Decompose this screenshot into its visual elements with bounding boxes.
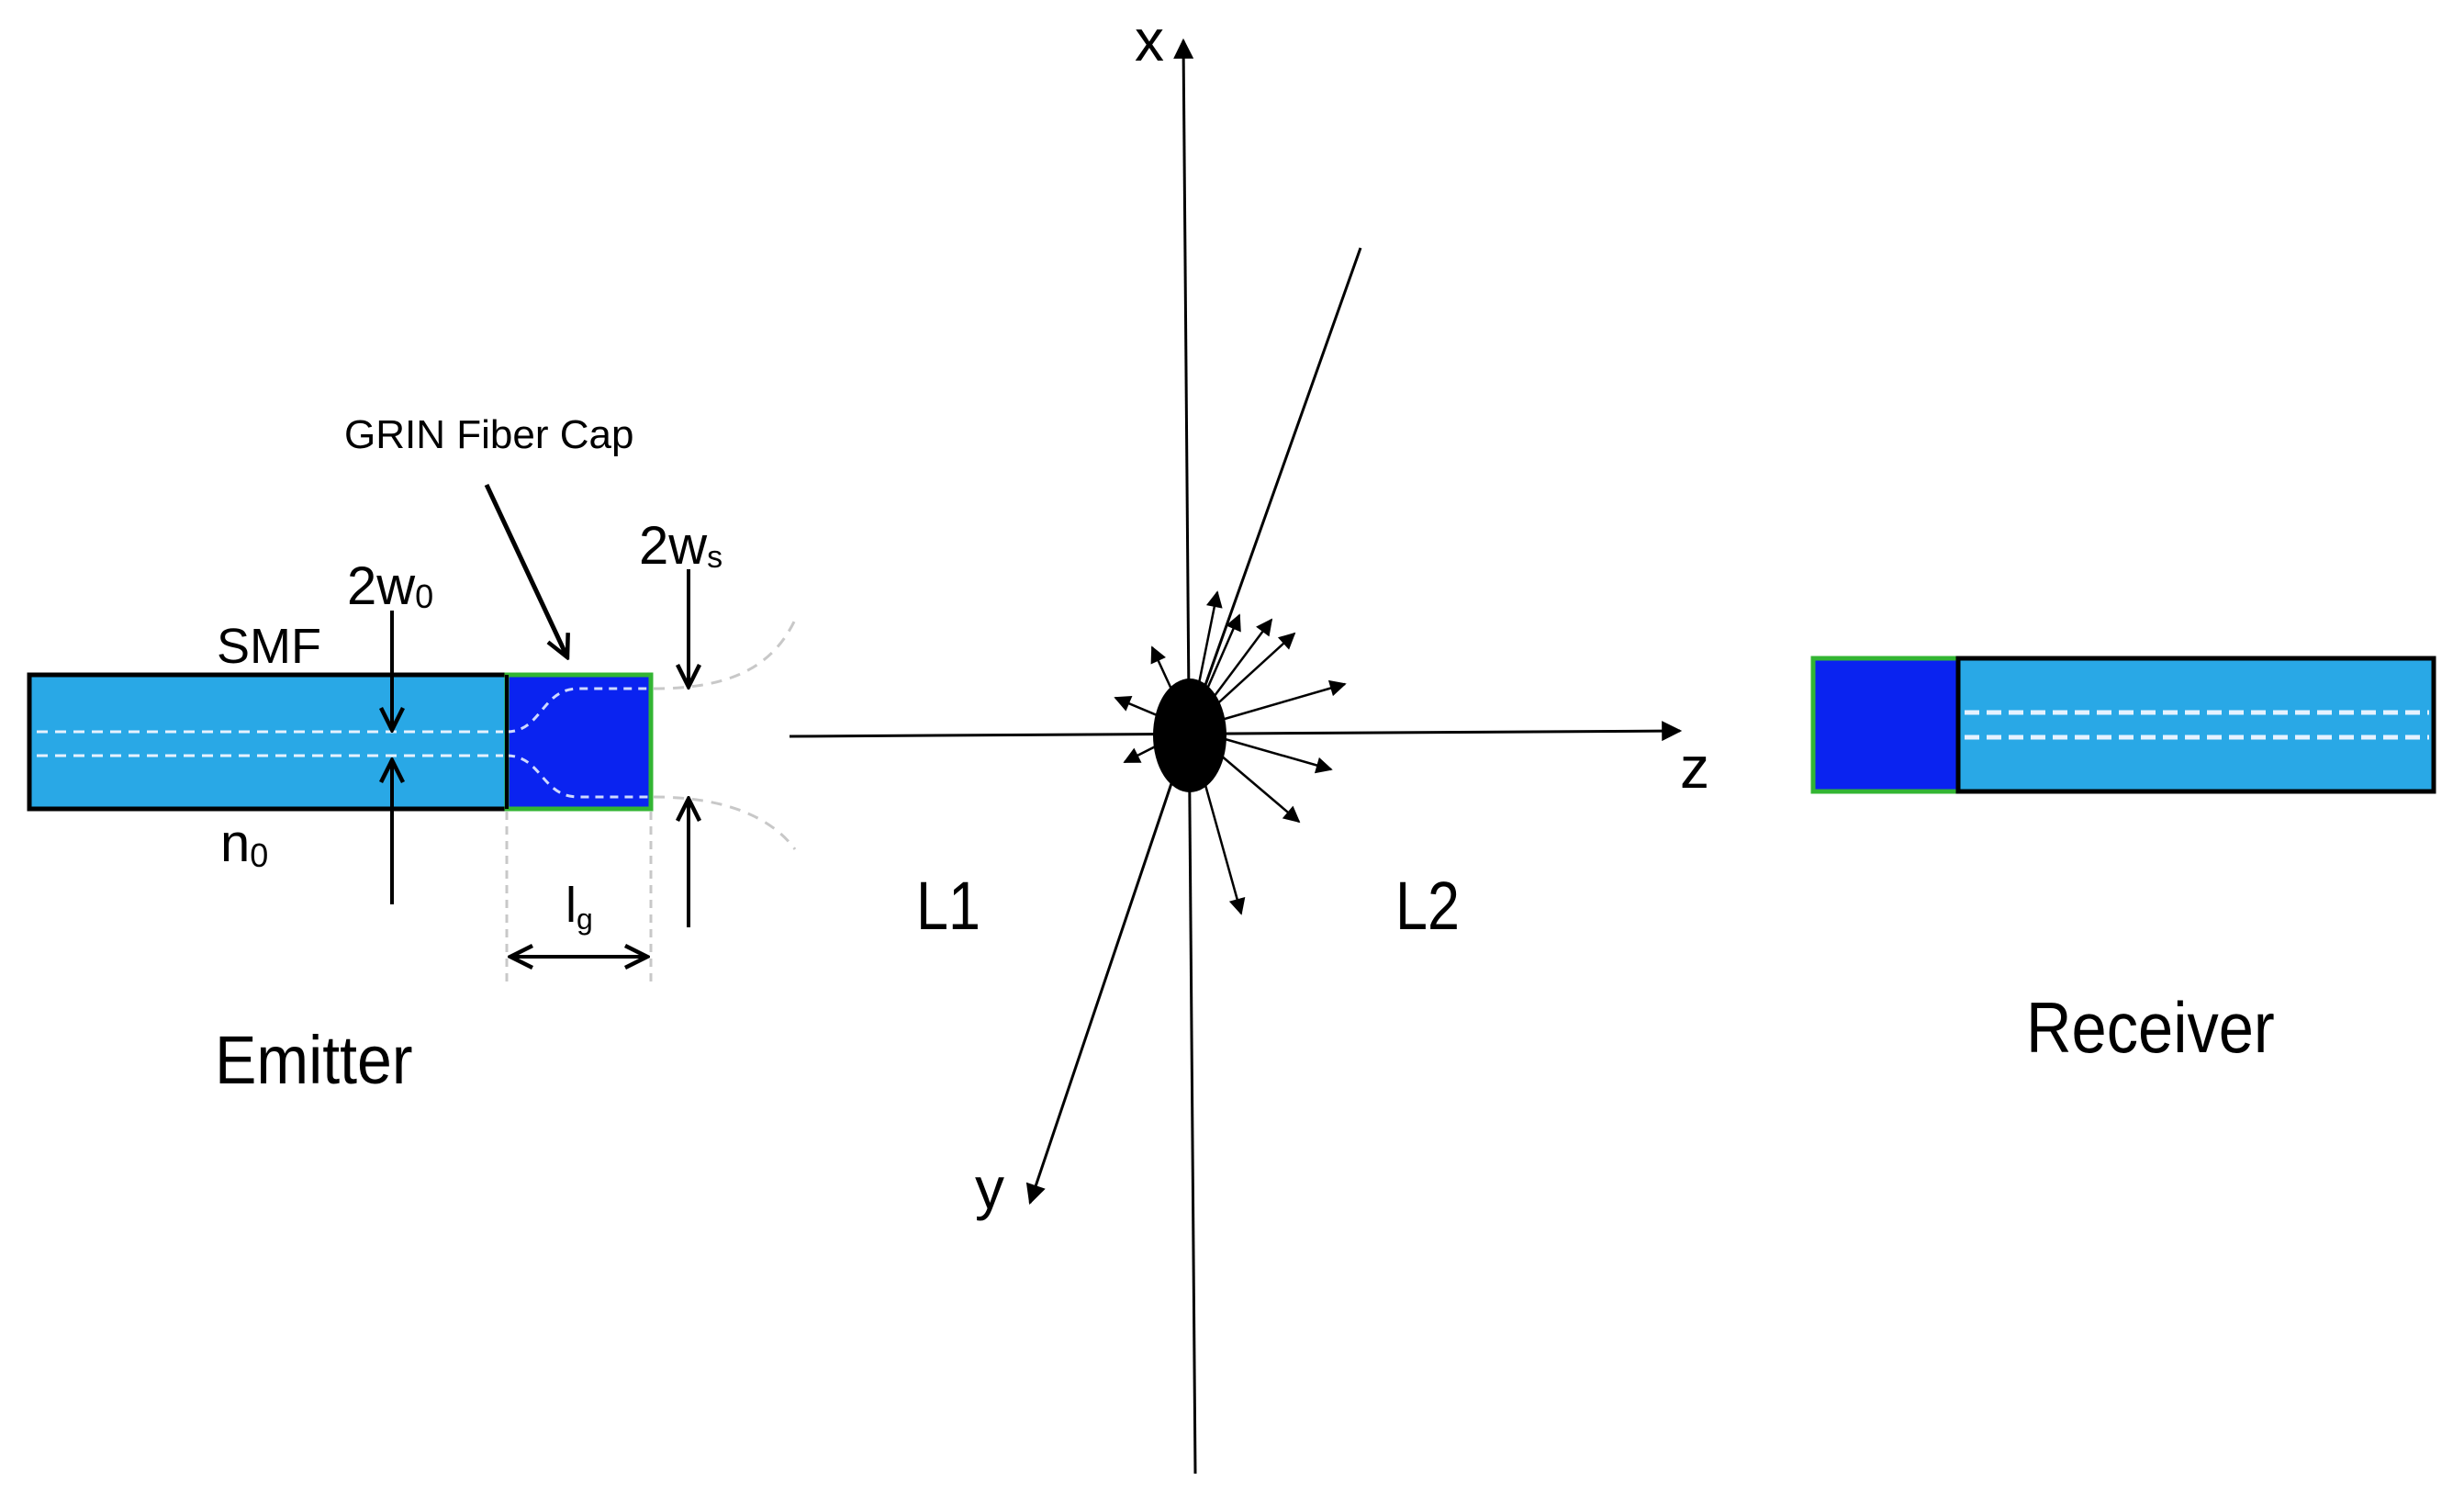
two-w0-label: 2w0 <box>347 556 433 616</box>
n0-label: n0 <box>220 813 268 874</box>
receiver-smf-fiber <box>1955 656 2436 794</box>
emitter-label: Emitter <box>215 1023 413 1098</box>
receiver-grin-cap <box>1810 656 1961 794</box>
grin-fiber-cap-label: GRIN Fiber Cap <box>344 412 633 457</box>
grin-cap-pointer-arrow <box>484 483 567 657</box>
receiver-label: Receiver <box>2026 987 2275 1068</box>
particle-sphere <box>1153 679 1226 792</box>
scattered-rays <box>1114 590 1347 915</box>
grin-beam-profile-bottom <box>506 754 648 799</box>
l2-label: L2 <box>1395 868 1460 944</box>
emitter-smf-fiber <box>27 672 510 812</box>
scattering-particle <box>1114 590 1347 915</box>
oblique-axis-line <box>1188 247 1362 730</box>
axis-y-label: y <box>975 1155 1004 1221</box>
lg-label: lg <box>566 878 593 936</box>
z-axis <box>789 721 1683 742</box>
grin-beam-profile-top <box>506 687 648 734</box>
two-ws-label: 2ws <box>639 516 722 576</box>
y-axis <box>1025 728 1192 1206</box>
l1-label: L1 <box>916 868 980 944</box>
emitter-assembly: GRIN Fiber Cap 2w0 SMF n0 2ws lg Emitter <box>27 412 797 1099</box>
coordinate-system: x z y <box>789 7 1709 1475</box>
output-beam-top <box>653 619 797 690</box>
axis-x-label: x <box>1135 7 1164 73</box>
emitter-grin-cap <box>504 672 654 812</box>
axis-z-label: z <box>1680 735 1709 801</box>
smf-label: SMF <box>217 619 321 674</box>
output-beam-bottom <box>653 795 797 850</box>
receiver-assembly: Receiver <box>1810 656 2436 1068</box>
